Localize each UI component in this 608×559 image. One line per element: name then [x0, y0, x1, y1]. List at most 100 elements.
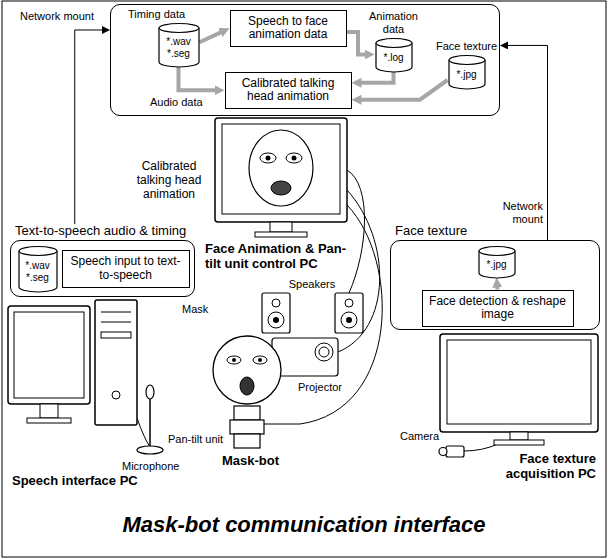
cylinder-body: [159, 28, 199, 67]
pc-label: Speech interface PC: [12, 474, 138, 489]
projector: [272, 338, 338, 376]
data-cylinder: *.wav *.seg: [18, 246, 58, 292]
monitor-screen: [222, 124, 340, 214]
speaker-box: [262, 293, 290, 333]
node-heading: Animation data: [363, 10, 425, 35]
pan-tilt-unit: [230, 406, 264, 448]
process-box: Speech to face animation data: [230, 10, 347, 48]
part-label: Speakers: [284, 278, 340, 291]
microphone-stem: [149, 399, 151, 447]
process-box: Face detection & reshape image: [422, 290, 574, 328]
mask-pupil: [258, 358, 262, 362]
cylinder-top: [19, 246, 57, 255]
edge-label: Network mount: [488, 200, 543, 225]
monitor-base: [255, 232, 307, 237]
node-text: Calibrated talking head animation: [230, 77, 347, 105]
pc-label: Face texture acquisition PC: [476, 452, 596, 482]
node-text: *.jpg: [456, 69, 476, 81]
animation-monitor: [215, 118, 347, 237]
node-text: Face detection & reshape image: [427, 295, 569, 323]
mask-eye: [227, 356, 241, 364]
cylinder-body: [19, 251, 57, 292]
microphone-head: [146, 385, 154, 399]
edge-label: Network mount: [20, 10, 94, 23]
projector-lens: [315, 343, 333, 361]
cylinder-top: [376, 38, 412, 47]
part-label: Mask: [182, 303, 208, 316]
pan-tilt-cable: [264, 205, 382, 424]
data-flow-arrow: [179, 67, 219, 91]
texture-pc: [440, 334, 598, 445]
animated-face: [249, 130, 313, 206]
speaker-cone: [273, 317, 279, 323]
data-flow-arrow: [358, 72, 394, 83]
pan-tilt-block: [230, 420, 264, 434]
network-mount-line: [75, 30, 108, 224]
camera-cable: [464, 444, 498, 451]
monitor-stand: [270, 222, 292, 232]
face-eye: [260, 153, 276, 163]
monitor-screen: [14, 312, 84, 398]
speech-pc: [8, 300, 137, 425]
speaker-cone: [268, 312, 284, 328]
monitor-base: [27, 418, 71, 423]
node-heading: Text-to-speech audio & timing: [15, 224, 186, 239]
camera-lens: [439, 448, 447, 456]
cylinder-top: [449, 55, 485, 64]
part-label: Pan-tilt unit: [168, 433, 223, 446]
pan-tilt-block: [234, 406, 260, 420]
monitor-stand: [40, 404, 58, 418]
monitor-frame: [8, 306, 90, 404]
data-cylinder: *.jpg: [478, 246, 516, 278]
monitor-stand: [510, 432, 528, 440]
part-label: Microphone: [122, 460, 179, 473]
pc-label: Face Animation & Pan-tilt unit control P…: [205, 242, 355, 272]
mask-face: [213, 336, 281, 404]
node-text: *.log: [383, 52, 403, 64]
node-heading: Face texture: [395, 224, 467, 239]
cylinder-top: [159, 23, 199, 32]
edge-label: Timing data: [128, 8, 185, 21]
mask-pupil: [232, 358, 236, 362]
speaker-cone: [345, 299, 353, 307]
part-label: Projector: [298, 381, 342, 394]
display-label: Calibrated talking head animation: [126, 160, 212, 201]
node-text: *.jpg: [486, 259, 506, 271]
face-pupil: [266, 156, 271, 161]
camera-body: [446, 446, 464, 457]
node-heading: Face texture: [436, 40, 498, 53]
monitor-base: [494, 440, 544, 445]
drive-slot: [101, 332, 131, 338]
pc-group: Text-to-speech audio & timing*.wav *.seg…: [10, 240, 195, 297]
microphone-cable: [137, 418, 150, 447]
speaker-cone: [272, 299, 280, 307]
speaker-box: [335, 293, 363, 333]
speaker-cable: [347, 170, 365, 293]
power-button: [112, 391, 120, 399]
monitor-frame: [215, 118, 347, 222]
mask: [213, 336, 281, 404]
figure-caption: Mask-bot communication interface: [0, 512, 608, 537]
monitor-frame: [440, 334, 598, 432]
data-cylinder: Face texture*.jpg: [448, 55, 486, 89]
node-text: *.wav *.seg: [21, 260, 55, 283]
drive-slot: [101, 322, 131, 323]
speaker-cone: [346, 317, 352, 323]
pc-group: Face texture*.jpgFace detection & reshap…: [390, 240, 600, 330]
face-eye: [286, 153, 302, 163]
node-text: Speech to face animation data: [235, 15, 342, 43]
face-mouth: [271, 181, 291, 195]
node-text: *.wav *.seg: [161, 36, 197, 59]
mask-mouth: [240, 377, 254, 395]
pc-tower: [95, 300, 137, 425]
node-text: Speech input to text-to-speech: [67, 255, 185, 283]
camera: [439, 446, 464, 457]
process-box: Calibrated talking head animation: [225, 72, 352, 110]
part-label: Camera: [400, 430, 439, 443]
data-flow-arrow: [347, 32, 369, 54]
microphone: [137, 385, 163, 454]
drive-slot: [101, 312, 131, 313]
